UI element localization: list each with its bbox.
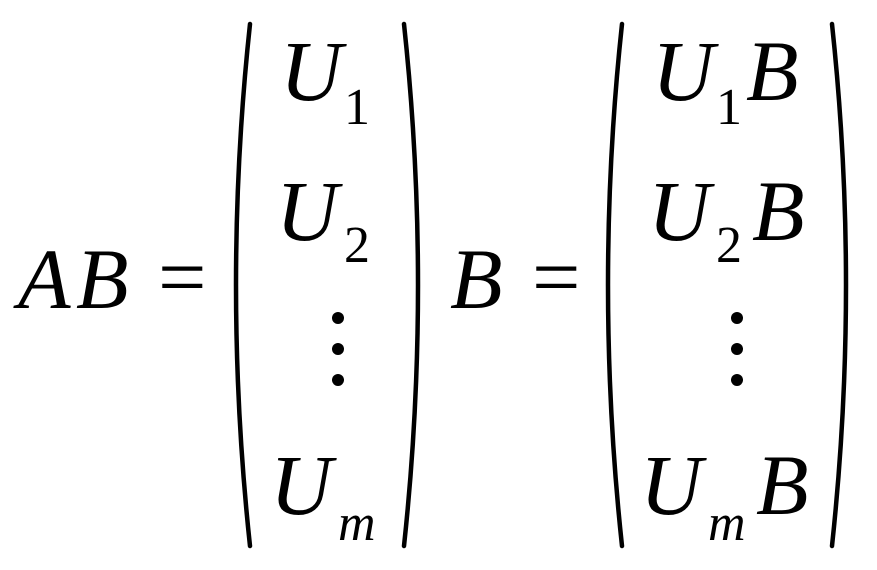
result-row-m-sub: m	[708, 495, 746, 552]
left-row-m-base: U	[270, 437, 337, 533]
result-row-1-b: B	[746, 23, 799, 119]
result-row-m-base: U	[640, 437, 707, 533]
lhs-a: A	[13, 231, 71, 327]
left-matrix-close-paren	[401, 21, 421, 549]
result-row-m-b: B	[756, 437, 809, 533]
left-row-2-sub: 2	[344, 217, 370, 274]
result-row-2-base: U	[648, 163, 715, 259]
result-row-1-base: U	[652, 23, 719, 119]
left-row-2-base: U	[276, 163, 343, 259]
result-matrix-close-paren	[829, 21, 849, 549]
equals-sign-2: =	[532, 229, 581, 325]
result-matrix-open-paren	[605, 21, 625, 549]
lhs-b: B	[76, 231, 129, 327]
result-matrix-row-1: U 1 B	[652, 23, 799, 136]
left-row-1-base: U	[280, 23, 347, 119]
result-row-2-b: B	[752, 163, 805, 259]
times-b: B	[450, 231, 503, 327]
result-matrix-vdots	[731, 312, 743, 386]
left-row-1-sub: 1	[344, 79, 370, 136]
result-row-2-sub: 2	[716, 217, 742, 274]
left-matrix-open-paren	[233, 21, 253, 549]
left-matrix-vdots	[332, 312, 344, 386]
result-row-1-sub: 1	[716, 79, 742, 136]
result-matrix-row-2: U 2 B	[648, 163, 805, 274]
left-row-m-sub: m	[338, 495, 376, 552]
equals-sign-1: =	[158, 229, 207, 325]
left-matrix-row-m: U m	[270, 437, 376, 552]
result-matrix-row-m: U m B	[640, 437, 809, 552]
left-matrix-row-1: U 1	[280, 23, 370, 136]
left-matrix-row-2: U 2	[276, 163, 370, 274]
